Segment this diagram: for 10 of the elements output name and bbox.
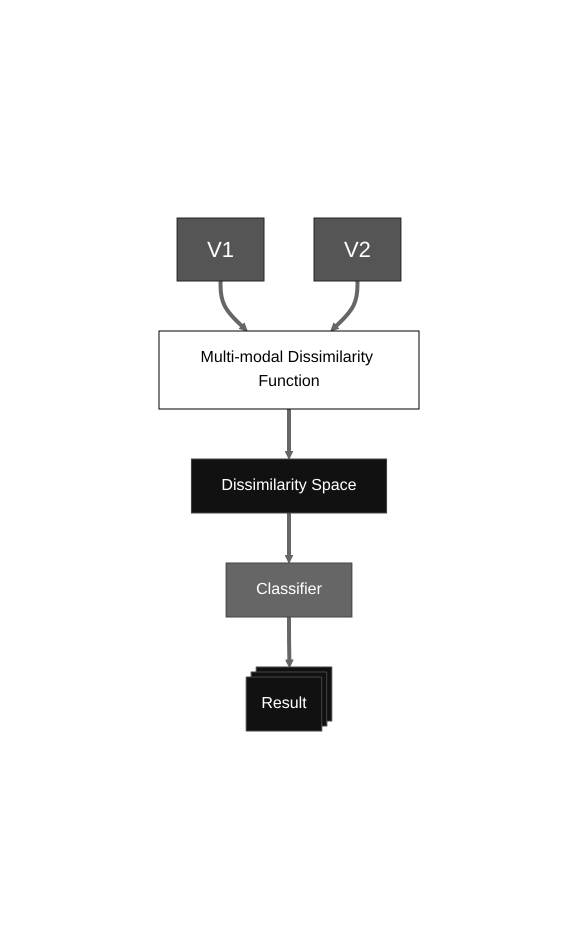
arrow xyxy=(284,408,293,459)
node-box: Multi-modal Dissimilarity Function xyxy=(158,330,419,409)
node-box: V2 xyxy=(313,217,401,281)
arrow xyxy=(330,280,359,331)
node-box: Dissimilarity Space xyxy=(190,458,387,513)
arrow xyxy=(284,512,293,563)
arrow xyxy=(284,616,294,668)
node-box: V1 xyxy=(176,217,264,281)
node-box: Classifier xyxy=(225,562,352,617)
arrow xyxy=(218,280,248,331)
